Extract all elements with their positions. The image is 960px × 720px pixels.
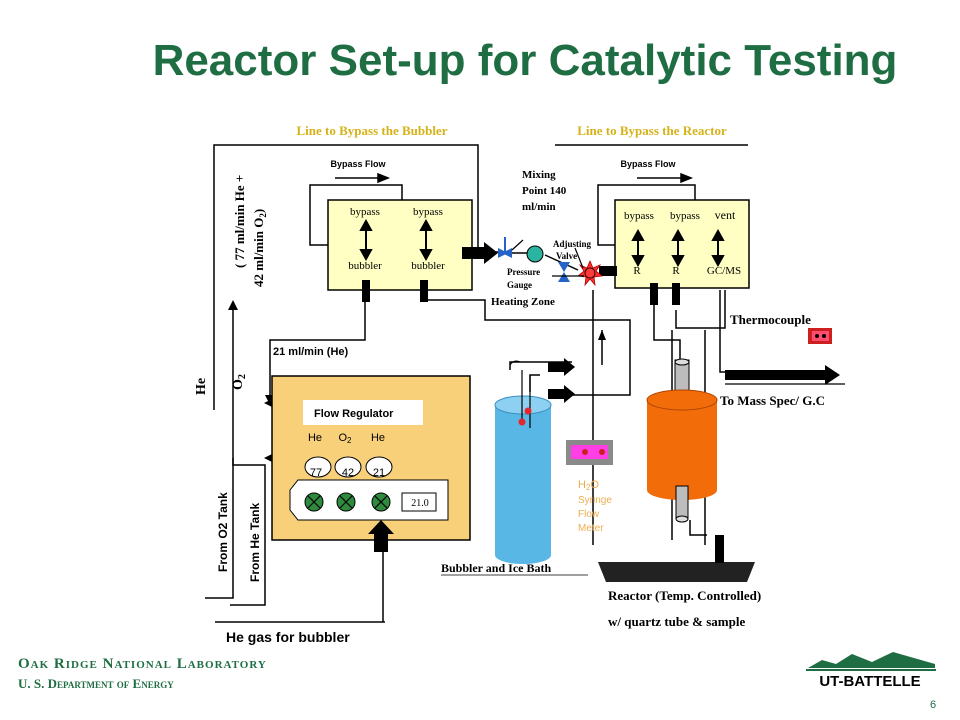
bypass-flow-label-left: Bypass Flow [330, 159, 386, 169]
bypass-flow-arrows [335, 172, 694, 184]
page-title: Reactor Set-up for Catalytic Testing [153, 36, 898, 85]
regulator-gas-label-3: He [371, 432, 385, 444]
heating-zone-line [552, 247, 584, 277]
reactor-furnace [646, 358, 718, 523]
bypass-bubbler-line-label: Line to Bypass the Bubbler [297, 123, 448, 138]
bypass-reactor-line-label: Line to Bypass the Reactor [577, 123, 727, 138]
bubbler-box-bottom-label-1: bubbler [348, 260, 382, 272]
reactor-box-bottom-label-3: GC/MS [707, 265, 741, 277]
regulator-gas-label-1: He [308, 432, 322, 444]
bypass-flow-label-right: Bypass Flow [620, 159, 676, 169]
syringe-label-line-2: Flow [578, 509, 600, 520]
reactor-box-top-label-3: vent [715, 208, 736, 222]
regulator-value-1: 77 [310, 467, 322, 479]
he-gas-bubbler-label: He gas for bubbler [226, 629, 350, 645]
org-name-line-2: U. S. Department of Energy [18, 676, 174, 691]
he-flow-21-label: 21 ml/min (He) [273, 346, 349, 358]
reactor-valve-box: bypass bypass vent R R GC/MS [599, 199, 750, 305]
o2-line-label: O2 [231, 374, 248, 390]
reactor-label-line-2: w/ quartz tube & sample [608, 614, 745, 629]
pressure-gauge-icon [526, 245, 544, 263]
adjusting-valve-icon [558, 262, 570, 282]
he-tank-label: From He Tank [248, 503, 262, 582]
bubbler-valve-box: bypass bypass bubbler bubbler [327, 199, 498, 302]
regulator-value-2: 42 [342, 467, 354, 479]
thermocouple-icon [808, 328, 832, 344]
logo-text: UT-BATTELLE [819, 673, 920, 690]
regulator-knob-icons [304, 492, 391, 512]
reactor-label-line-1: Reactor (Temp. Controlled) [608, 588, 761, 603]
h2o-label: H2O [578, 479, 599, 492]
o2-tank-label: From O2 Tank [216, 492, 230, 572]
reactor-box-top-label-1: bypass [624, 210, 654, 222]
feed-rate-label-line-2: 42 ml/min O2) [251, 209, 268, 287]
mixing-point-label-line-1: Mixing [522, 169, 556, 181]
pressure-gauge-label-line-2: Gauge [507, 280, 532, 290]
regulator-display: 21.0 [411, 498, 429, 509]
pressure-gauge-label-line-1: Pressure [507, 267, 540, 277]
regulator-value-3: 21 [373, 467, 385, 479]
syringe-label-line-3: Meter [578, 523, 604, 534]
adjusting-valve-label-line-2: Valve [556, 251, 577, 261]
heating-zone-label: Heating Zone [491, 296, 555, 308]
flow-regulator: Flow Regulator He O2 He 77 42 21 21.0 [271, 375, 471, 552]
bubbler-box-top-label-1: bypass [350, 206, 380, 218]
syringe-arrow [598, 330, 606, 365]
bubbler-arrows [548, 358, 575, 403]
bubbler-box-bottom-label-2: bubbler [411, 260, 445, 272]
he-line-label: He [194, 378, 209, 395]
heating-zone-icon [577, 259, 603, 287]
reactor-box-top-label-2: bypass [670, 210, 700, 222]
mixing-point-valve [498, 237, 524, 258]
feed-rate-label-line-1: ( 77 ml/min He + [232, 175, 247, 268]
syringe-flow-meter [566, 440, 613, 465]
regulator-gas-label-2: O2 [338, 432, 352, 445]
syringe-label-line-1: Syringe [578, 495, 612, 506]
org-name-line-1: Oak Ridge National Laboratory [18, 656, 267, 672]
mixing-point-label-line-2: Point 140 [522, 185, 567, 197]
flow-regulator-title: Flow Regulator [314, 408, 394, 420]
thermocouple-label: Thermocouple [730, 312, 811, 327]
bubbler-ice-bath [494, 360, 552, 564]
to-mass-spec-label: To Mass Spec/ G.C [720, 393, 825, 408]
mixing-point-label-line-3: ml/min [522, 201, 556, 213]
reactor-box-bottom-label-1: R [633, 265, 641, 277]
page-number: 6 [930, 699, 936, 711]
ut-battelle-logo: UT-BATTELLE [806, 652, 936, 690]
reactor-box-bottom-label-2: R [672, 265, 680, 277]
bubbler-ice-bath-label: Bubbler and Ice Bath [441, 561, 551, 575]
reactor-stand [598, 535, 755, 582]
mass-spec-arrow [725, 365, 845, 385]
adjusting-valve-label-line-1: Adjusting [553, 239, 592, 249]
bubbler-box-top-label-2: bypass [413, 206, 443, 218]
